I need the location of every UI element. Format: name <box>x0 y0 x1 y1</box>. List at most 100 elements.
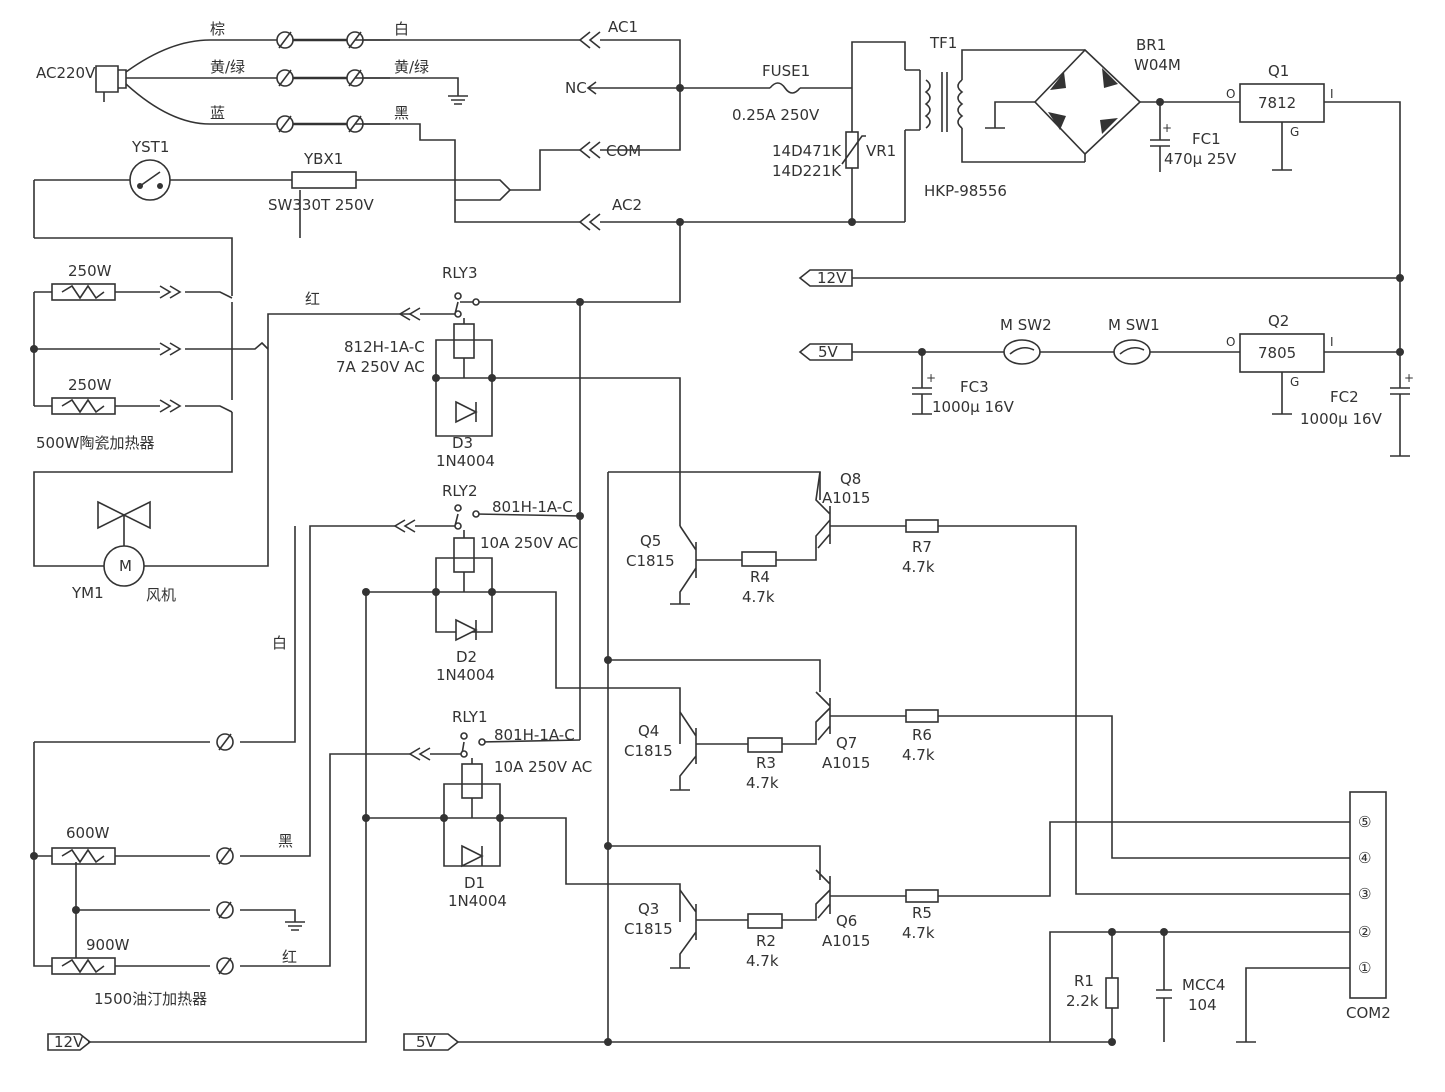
bridge-ground-icon <box>985 101 1035 129</box>
q2-body <box>1239 333 1325 373</box>
ybx1-icon <box>291 171 357 189</box>
r2-value: 4.7k <box>746 952 779 970</box>
bridge-part: W04M <box>1134 56 1181 74</box>
svg-text:+: + <box>926 371 936 385</box>
fc2-name: FC2 <box>1330 388 1359 406</box>
wire-blue-label: 蓝 <box>210 104 225 122</box>
sw1-label: M SW1 <box>1108 316 1160 334</box>
d2-diode-icon <box>455 618 478 642</box>
heater500-wire-red: 红 <box>305 290 320 308</box>
ac2-label: AC2 <box>612 196 642 214</box>
oil-heater: 600W 900W 1500油汀加热器 白 黑 红 <box>30 519 431 1008</box>
sw1-icon <box>1113 339 1151 365</box>
transistor-q7: Q7 A1015 R6 4.7k <box>815 691 1350 859</box>
rly1-coil-icon <box>461 763 483 799</box>
wire-yg2-label: 黄/绿 <box>394 58 429 76</box>
q7-part: A1015 <box>822 754 870 772</box>
connector-chevron-icon <box>578 31 601 49</box>
yst1-icon <box>129 159 171 201</box>
connector-chevron-icon <box>159 399 182 413</box>
rly2-coil-icon <box>453 537 475 573</box>
regulator-q1: 7812 Q1 O I G <box>1226 62 1401 352</box>
r6-name: R6 <box>912 726 932 744</box>
fc3-capacitor-icon <box>912 352 932 415</box>
rail-5v-bottom-label: 5V <box>416 1033 437 1051</box>
rly2-rating: 10A 250V AC <box>480 534 578 552</box>
oil-wire-red: 红 <box>282 948 297 966</box>
transistor-q3: Q3 C1815 R2 4.7k <box>624 889 831 970</box>
wire-white-label: 白 <box>394 20 409 38</box>
fuse-rating: 0.25A 250V <box>732 106 820 124</box>
q5-transistor-icon <box>670 525 742 605</box>
ground-icon <box>355 39 580 105</box>
fc2-capacitor-icon <box>1390 352 1410 457</box>
connector-chevron-icon <box>578 141 601 159</box>
transistor-q6: Q6 A1015 R5 4.7k <box>815 821 1350 950</box>
q3-part: C1815 <box>624 920 673 938</box>
q2-name: Q2 <box>1268 312 1289 330</box>
rly1-name: RLY1 <box>452 708 488 726</box>
transformer-secondary-icon <box>957 79 964 129</box>
q1-body <box>1239 83 1325 123</box>
top-connector: AC1 NC COM AC2 <box>510 18 905 231</box>
r1-value: 2.2k <box>1066 992 1099 1010</box>
com2-pin-1: ① <box>1358 959 1371 977</box>
r2-name: R2 <box>756 932 776 950</box>
sw2-icon <box>1003 339 1041 365</box>
connector-chevron-icon <box>393 519 416 533</box>
q4-part: C1815 <box>624 742 673 760</box>
fan-blade-icon <box>97 500 151 546</box>
bridge-name: BR1 <box>1136 36 1166 54</box>
q5-part: C1815 <box>626 552 675 570</box>
wire-terminal <box>216 733 234 975</box>
r5-name: R5 <box>912 904 932 922</box>
transformer-primary-icon <box>924 79 931 129</box>
r6-value: 4.7k <box>902 746 935 764</box>
q2-pin-o: O <box>1226 335 1235 349</box>
thermal-protection: YST1 YBX1 SW330T 250V <box>33 138 512 238</box>
connector-chevron-icon <box>159 285 182 299</box>
q8-name: Q8 <box>840 470 861 488</box>
r4-icon <box>741 551 777 567</box>
r3-icon <box>747 737 783 753</box>
fc1-name: FC1 <box>1192 130 1221 148</box>
plug-icon <box>95 65 127 93</box>
q5-name: Q5 <box>640 532 661 550</box>
q3-transistor-icon <box>670 889 748 969</box>
rail-12v-label: 12V <box>817 269 847 287</box>
ybx1-part: SW330T 250V <box>268 196 375 214</box>
r7-value: 4.7k <box>902 558 935 576</box>
r2-icon <box>747 913 783 929</box>
q2-pin-g: G <box>1290 375 1299 389</box>
rly1-rating: 10A 250V AC <box>494 758 592 776</box>
wire-terminal <box>276 31 364 133</box>
r7-name: R7 <box>912 538 932 556</box>
q8-part: A1015 <box>822 489 870 507</box>
q2-pin-i: I <box>1330 335 1334 349</box>
q6-part: A1015 <box>822 932 870 950</box>
fuse-name: FUSE1 <box>762 62 810 80</box>
fc1-value: 470μ 25V <box>1164 150 1237 168</box>
d1-part: 1N4004 <box>448 892 507 910</box>
ac1-label: AC1 <box>608 18 638 36</box>
rail-5v-bottom-tag <box>403 1033 460 1051</box>
q8-transistor-icon <box>815 471 831 549</box>
rly3-rating: 7A 250V AC <box>336 358 425 376</box>
oil-wire-black: 黑 <box>278 832 293 850</box>
q6-transistor-icon <box>815 869 831 919</box>
regulator-rails: 12V 5V M SW2 M SW1 7805 Q2 O I G + FC2 1… <box>798 269 1414 457</box>
connector-chevron-icon <box>398 307 421 321</box>
rly1-part: 801H-1A-C <box>494 726 575 744</box>
oil-wire-white: 白 <box>272 634 287 652</box>
d3-part: 1N4004 <box>436 452 495 470</box>
q2-part: 7805 <box>1258 344 1296 362</box>
q1-pin-o: O <box>1226 87 1235 101</box>
q4-transistor-icon <box>670 711 748 791</box>
rly2-part: 801H-1A-C <box>492 498 573 516</box>
svg-text:+: + <box>1162 121 1172 135</box>
heater-600w-label: 600W <box>66 824 110 842</box>
rly3-part: 812H-1A-C <box>344 338 425 356</box>
q1-name: Q1 <box>1268 62 1289 80</box>
fan-name: YM1 <box>71 584 104 602</box>
